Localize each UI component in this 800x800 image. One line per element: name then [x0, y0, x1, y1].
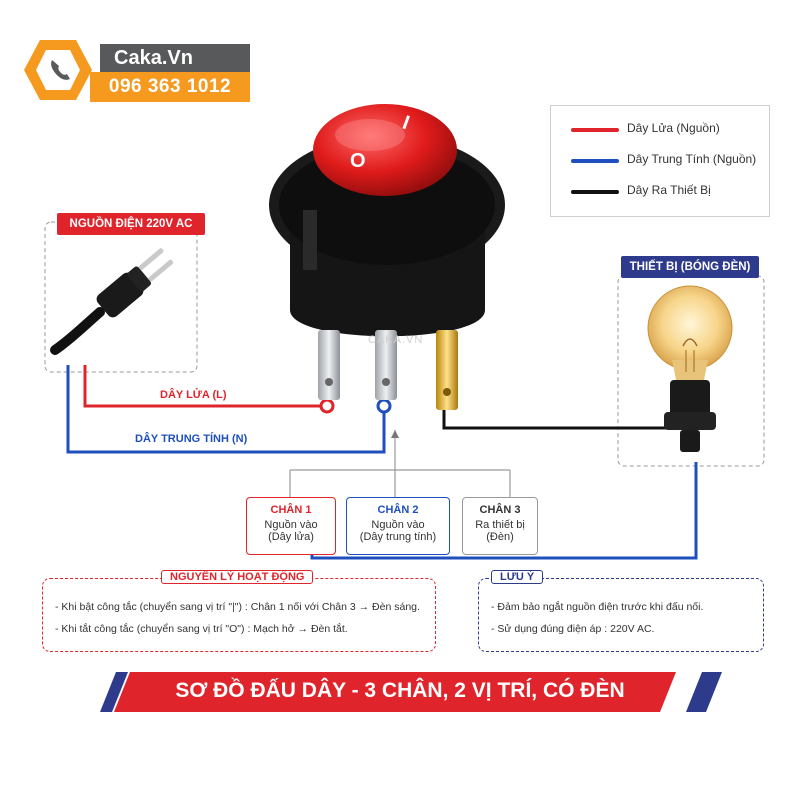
- pin-2-line1: Nguồn vào: [371, 519, 425, 531]
- pin-1-box: CHÂN 1 Nguồn vào (Dây lửa): [246, 497, 336, 555]
- brand-phone: 096 363 1012: [90, 72, 250, 102]
- note-item: - Đảm bảo ngắt nguồn điện trước khi đấu …: [491, 601, 704, 613]
- title-banner-shape: [100, 672, 722, 712]
- pin-1-title: CHÂN 1: [270, 504, 312, 516]
- principle-item: - Khi tắt công tắc (chuyển sang vị trí "…: [55, 623, 348, 635]
- legend-box: Dây Lửa (Nguồn) Dây Trung Tính (Nguồn) D…: [550, 105, 770, 217]
- principle-box: NGUYÊN LÝ HOẠT ĐỘNG - Khi bật công tắc (…: [42, 570, 436, 652]
- pin-connector: [289, 430, 511, 500]
- power-source-label: NGUỒN ĐIỆN 220V AC: [57, 213, 205, 235]
- live-wire: [83, 365, 325, 408]
- pin-1-line2: (Dây lửa): [268, 531, 314, 543]
- lamp-return-wire: [310, 462, 698, 560]
- pin-3-title: CHÂN 3: [479, 504, 521, 516]
- switch-off-mark: O: [350, 150, 366, 172]
- power-plug-icon: [50, 248, 174, 355]
- pin-3-line1: Ra thiết bị: [475, 519, 525, 531]
- watermark: CAKA.VN: [368, 334, 424, 346]
- legend-item-live: Dây Lửa (Nguồn): [565, 119, 765, 139]
- note-title: LƯU Ý: [491, 570, 544, 584]
- title-banner: SƠ ĐỒ ĐẤU DÂY - 3 CHÂN, 2 VỊ TRÍ, CÓ ĐÈN: [175, 679, 625, 702]
- pin-3-line2: (Đèn): [486, 531, 514, 543]
- device-label: THIẾT BỊ (BÓNG ĐÈN): [621, 256, 759, 278]
- pin-2-title: CHÂN 2: [377, 504, 419, 516]
- neutral-wire-label: DÂY TRUNG TÍNH (N): [135, 433, 248, 445]
- phone-logo-icon: [24, 40, 92, 100]
- principle-item: - Khi bật công tắc (chuyển sang vị trí "…: [55, 601, 420, 613]
- neutral-wire: [66, 365, 386, 454]
- brand-name: Caka.Vn: [100, 44, 250, 72]
- note-box: LƯU Ý - Đảm bảo ngắt nguồn điện trước kh…: [478, 570, 764, 652]
- rocker-switch: [269, 104, 505, 410]
- pin-1-line1: Nguồn vào: [264, 519, 318, 531]
- light-bulb-icon: [647, 285, 733, 452]
- pin-3-box: CHÂN 3 Ra thiết bị (Đèn): [462, 497, 538, 555]
- legend-item-neutral: Dây Trung Tính (Nguồn): [565, 150, 765, 170]
- principle-title: NGUYÊN LÝ HOẠT ĐỘNG: [161, 570, 314, 584]
- note-item: - Sử dụng đúng điện áp : 220V AC.: [491, 623, 655, 635]
- pin-2-box: CHÂN 2 Nguồn vào (Dây trung tính): [346, 497, 450, 555]
- legend-item-output: Dây Ra Thiết Bị: [565, 181, 765, 201]
- pin-2-line2: (Dây trung tính): [359, 531, 437, 543]
- live-wire-label: DÂY LỬA (L): [160, 389, 227, 401]
